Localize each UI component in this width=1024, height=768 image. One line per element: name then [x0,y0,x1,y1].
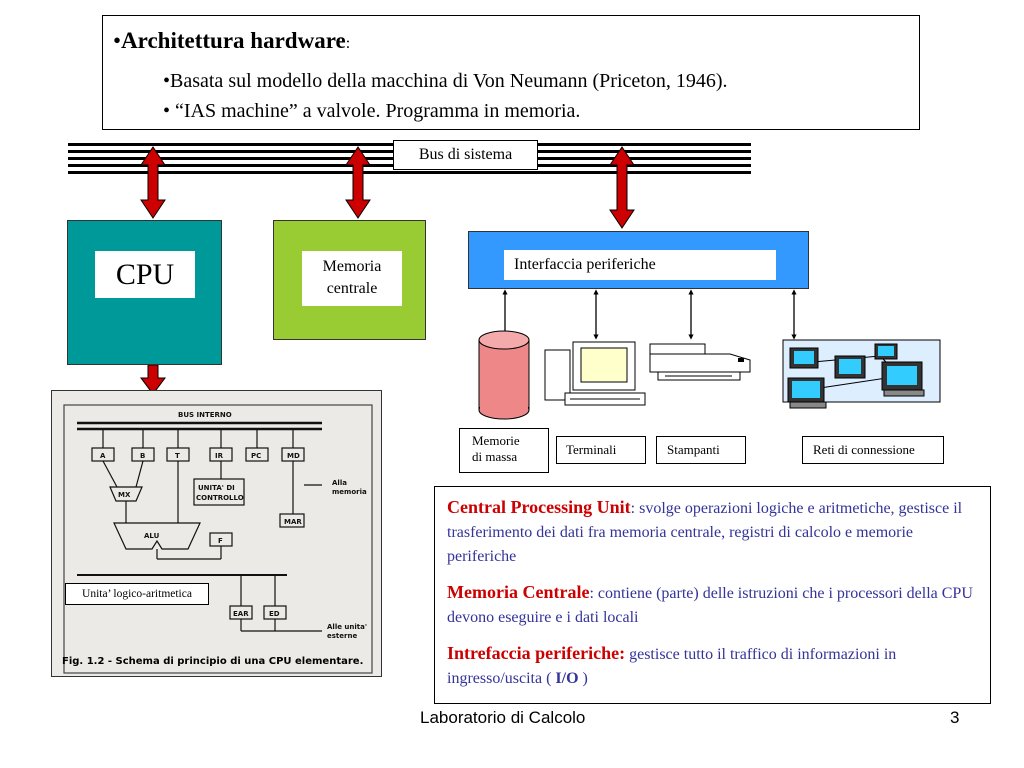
cpu-schematic: BUS INTERNO A B T IR PC MD MX ALU [51,390,382,677]
label-mass-storage: Memorie di massa [459,428,549,473]
title-line-1: •Basata sul modello della macchina di Vo… [163,70,728,92]
footer-text: Laboratorio di Calcolo [420,708,586,727]
f-label: F [218,537,223,545]
mx-label: MX [118,491,131,499]
descriptions-box: Central Processing Unit: svolge operazio… [434,486,991,704]
register-md: MD [287,452,300,460]
database-icon [478,330,530,420]
title-box: •Architettura hardware: •Basata sul mode… [102,15,920,130]
control-unit-line1: UNITA' DI [198,484,235,492]
bus-line [68,171,751,174]
terminal-icon [544,341,646,406]
cpu-label: CPU [95,251,195,298]
peripheral-icons [478,330,941,420]
description-memory: Memoria Centrale: contiene (parte) delle… [447,582,973,626]
to-external-line2: esterne [327,632,357,640]
page-number: 3 [950,708,960,727]
register-b: B [140,452,145,460]
label-networks: Reti di connessione [802,436,944,464]
title-heading: •Architettura hardware: [113,28,351,53]
network-icon [782,339,941,409]
control-unit-line2: CONTROLLO [196,494,244,502]
ear-label: EAR [233,610,249,618]
alu-label: ALU [144,532,160,540]
title-line-2: • “IAS machine” a valvole. Programma in … [163,100,581,122]
label-terminals: Terminali [556,436,646,464]
register-pc: PC [251,452,261,460]
interface-bus-arrow [609,146,635,229]
description-cpu: Central Processing Unit: svolge operazio… [447,497,963,565]
interface-label: Interfaccia periferiche [504,250,776,280]
register-ir: IR [215,452,224,460]
ed-label: ED [269,610,280,618]
memory-bus-arrow [345,146,371,219]
bus-label: Bus di sistema [393,140,538,170]
cpu-bus-arrow [140,146,166,219]
label-printers: Stampanti [656,436,746,464]
schematic-caption: Fig. 1.2 - Schema di principio di una CP… [62,656,364,667]
to-memory-line1: Alla [332,479,347,487]
mar-label: MAR [284,518,302,526]
printer-icon [649,343,751,381]
schematic-bus-label: BUS INTERNO [178,411,232,419]
to-external-line1: Alle unita' [327,623,367,631]
register-t: T [175,452,180,460]
description-interface: Intrefaccia periferiche: gestisce tutto … [447,643,897,687]
register-a: A [100,452,106,460]
cpu-schematic-arrow [140,364,166,395]
to-memory-line2: memoria [332,488,367,496]
memory-label: Memoria centrale [302,251,402,306]
alu-annotation: Unita’ logico-aritmetica [65,583,209,605]
